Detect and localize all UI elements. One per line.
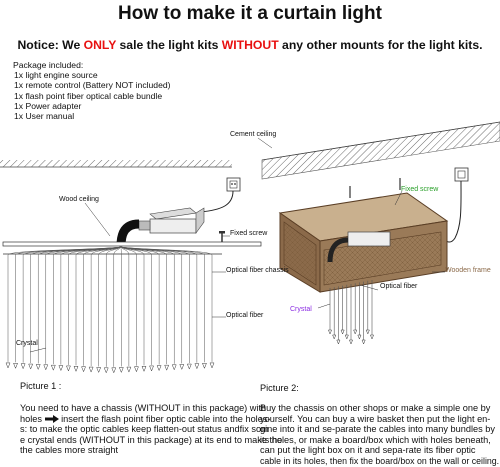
- desc-line: cable in its holes, then fix the board/b…: [260, 455, 500, 466]
- package-heading: Package included:: [13, 60, 84, 70]
- socket-icon: [454, 167, 469, 182]
- label-optical-fiber: Optical fiber: [380, 283, 418, 290]
- package-item: 1x remote control (Battery NOT included): [14, 80, 171, 91]
- desc-line: s: to make the optic cables keep flatten…: [20, 424, 269, 435]
- package-list: Package included: 1x light engine source…: [13, 60, 171, 121]
- notice-banner: Notice: We ONLY sale the light kits WITH…: [0, 38, 500, 52]
- picture1-diagram: [0, 160, 262, 374]
- package-item: 1x light engine source: [14, 70, 98, 81]
- light-engine-icon: [347, 231, 391, 247]
- desc-line: the cables more straight: [20, 445, 119, 456]
- label-optical-fiber: Optical fiber: [226, 312, 264, 319]
- desc-line: gine into it and se-parate the cables in…: [260, 424, 495, 435]
- notice-part1: Notice: We: [17, 38, 84, 52]
- package-item: 1x flash point fiber optical cable bundl…: [14, 90, 163, 101]
- desc-line: holes insert the flash point fiber optic…: [20, 413, 271, 425]
- desc-holes: holes: [20, 413, 42, 424]
- label-fixed-screw: Fixed screw: [401, 186, 439, 193]
- desc-insert: insert the flash point fiber optic cable…: [61, 413, 271, 424]
- arrow-right-icon: [44, 415, 59, 424]
- power-cable: [199, 190, 234, 213]
- label-fixed-screw: Fixed screw: [230, 230, 268, 237]
- picture2-caption: Picture 2:: [260, 383, 299, 393]
- package-item: 1x User manual: [14, 111, 75, 122]
- notice-only: ONLY: [83, 38, 117, 52]
- notice-part3: any other mounts for the light kits.: [278, 38, 483, 52]
- picture2-diagram: [261, 121, 500, 345]
- notice-without: WITHOUT: [221, 38, 279, 52]
- page-title: How to make it a curtain light: [118, 3, 382, 24]
- wood-ceiling-board: [2, 241, 262, 247]
- picture1-description: You need to have a chassis (WITHOUT in t…: [20, 403, 283, 456]
- label-crystal: Crystal: [16, 340, 38, 347]
- socket-icon: [226, 177, 241, 192]
- label-fiber-chassis: Optical fiber chassis: [226, 267, 289, 274]
- label-wooden-frame: Wooden frame: [445, 267, 491, 274]
- desc-line: You need to have a chassis (WITHOUT in t…: [20, 403, 267, 413]
- picture2-description: Buy the chassis on other shops or make a…: [260, 403, 500, 467]
- desc-line: e crystal ends (WITHOUT in this package)…: [20, 434, 283, 445]
- ceiling-hatch: [0, 160, 232, 167]
- light-engine-icon: [138, 207, 205, 234]
- fiber-strands: [328, 280, 374, 345]
- fiber-strands: [5, 246, 215, 374]
- desc-line: yourself. You can buy a wire basket then…: [260, 413, 491, 424]
- screw-head-icon: [219, 231, 225, 234]
- label-crystal: Crystal: [290, 306, 312, 313]
- desc-line: its holes, or make a board/box which wit…: [260, 434, 491, 445]
- label-cement-ceiling: Cement ceiling: [230, 131, 277, 138]
- picture1-caption: Picture 1 :: [20, 381, 62, 391]
- notice-part2: sale the light kits: [116, 38, 222, 52]
- desc-line: Buy the chassis on other shops or make a…: [260, 403, 491, 413]
- desc-line: can put the light box on it and sepa-rat…: [260, 445, 476, 456]
- label-wood-ceiling: Wood ceiling: [59, 196, 99, 203]
- package-item: 1x Power adapter: [14, 100, 82, 111]
